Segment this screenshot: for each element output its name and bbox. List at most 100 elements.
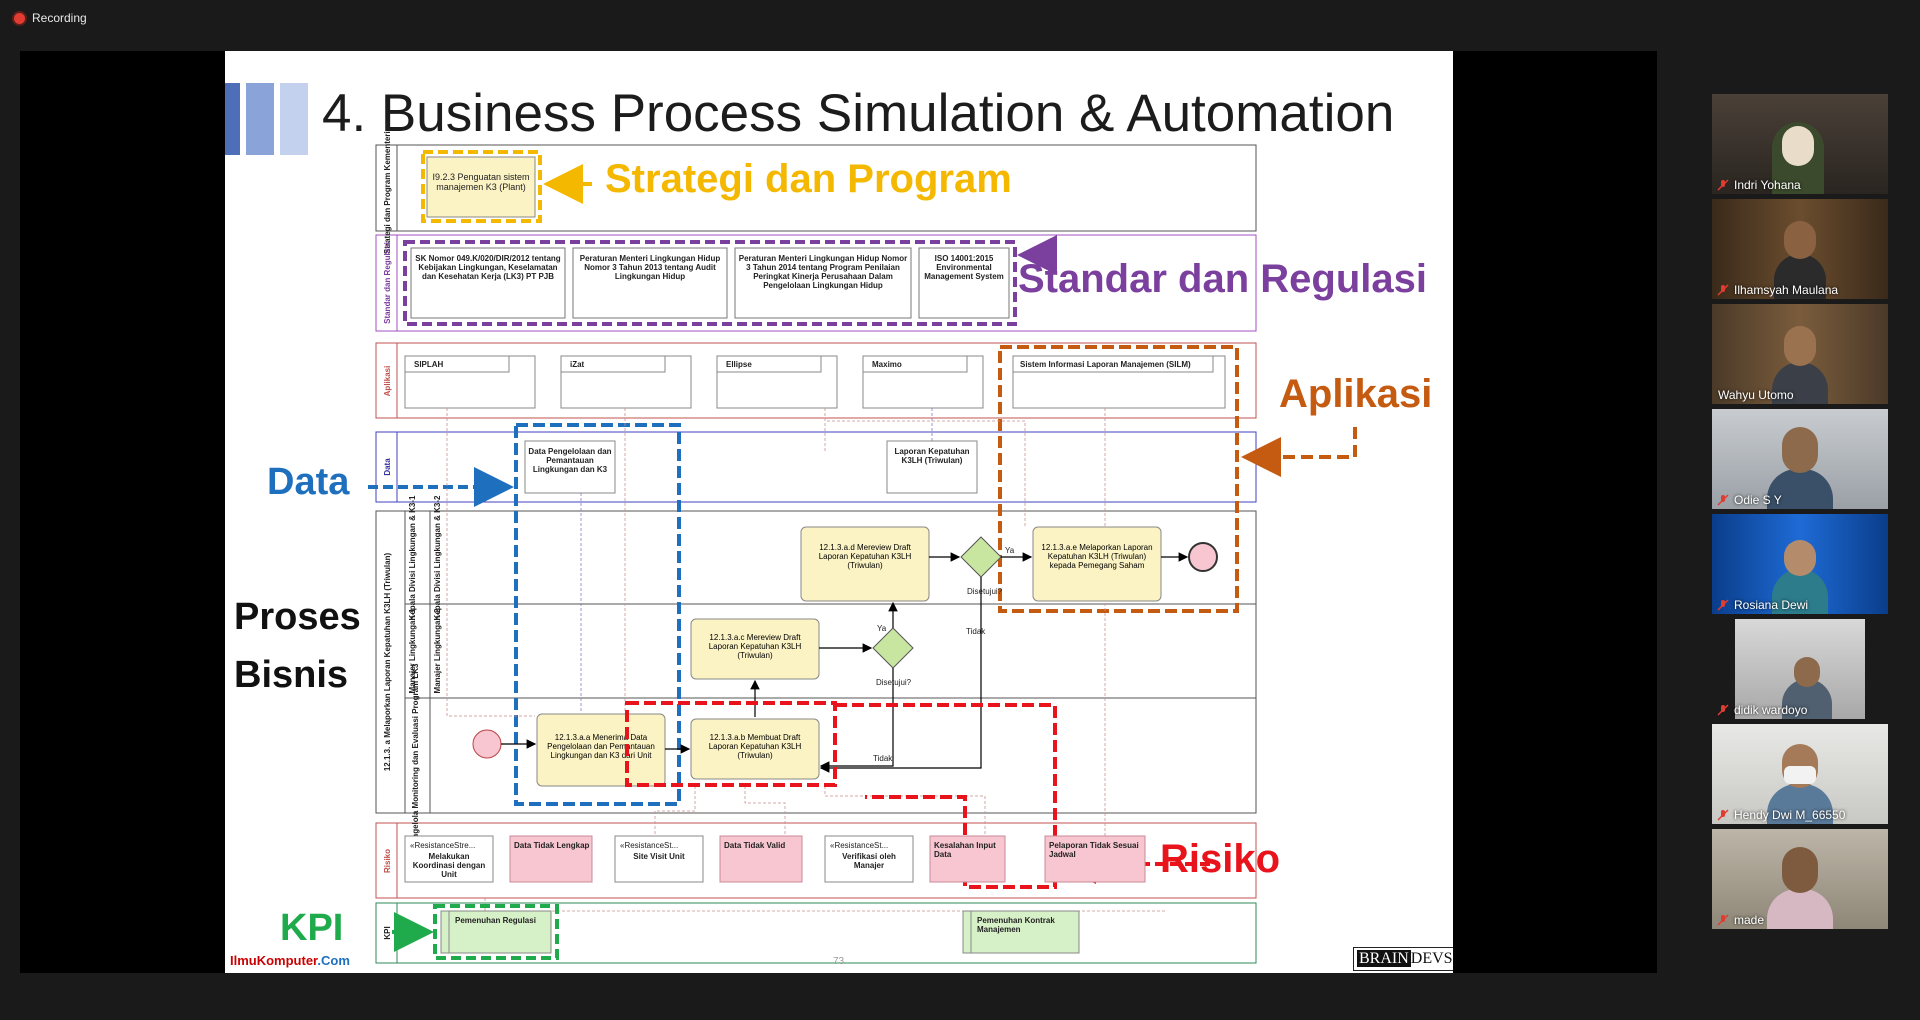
- mic-muted-icon: [1717, 914, 1729, 926]
- data-object-1-box: [524, 440, 616, 494]
- risk-boxes: [404, 835, 1146, 883]
- participant-name: Wahyu Utomo: [1718, 388, 1794, 402]
- participant-tile[interactable]: Ilhamsyah Maulana: [1712, 199, 1888, 299]
- aplikasi-highlight: [998, 345, 1239, 613]
- gateway-2: [960, 536, 1002, 578]
- lane-label-kpi: KPI: [383, 926, 392, 939]
- lane-label-aplikasi: Aplikasi: [383, 366, 392, 397]
- app-siplah: SIPLAH: [414, 360, 444, 369]
- mic-muted-icon: [1717, 599, 1729, 611]
- participant-name: Rosiana Dewi: [1734, 598, 1809, 612]
- data-object-2: Laporan Kepatuhan K3LH (Triwulan): [894, 447, 970, 465]
- lane-label-sub3: Pengelola Monitoring dan Evaluasi Progra…: [411, 663, 420, 848]
- avatar-face: [1784, 540, 1816, 576]
- lane-label-standar: Standar dan Regulasi: [383, 242, 392, 324]
- participant-name: Hendy Dwi M_66550: [1734, 808, 1846, 822]
- footer-logo-main: IlmuKomputer: [230, 953, 318, 968]
- strategi-box-text: I9.2.3 Penguatan sistem manajemen K3 (Pl…: [432, 172, 530, 192]
- avatar: [1772, 362, 1828, 404]
- face-mask: [1784, 766, 1816, 784]
- lane-label-data: Data: [383, 458, 392, 476]
- gateway-1-ya: Ya: [877, 624, 887, 633]
- participant-tile[interactable]: Rosiana Dewi: [1712, 514, 1888, 614]
- task-a: 12.1.3.a.a Menerima Data Pengelolaan dan…: [547, 733, 655, 760]
- bpmn-diagram: Strategi dan Program Kementerian Standar…: [368, 122, 1357, 964]
- risk-3-stereotype: «ResistanceSt...: [620, 841, 678, 850]
- aplikasi-arrow: [1241, 427, 1357, 477]
- mic-muted-icon: [1717, 704, 1729, 716]
- participant-tile[interactable]: Odie S Y: [1712, 409, 1888, 509]
- participant-tile[interactable]: didik wardoyo: [1712, 619, 1888, 719]
- lane-label-proses: 12.1.3. a Melaporkan Laporan Kepatuhan K…: [383, 553, 392, 772]
- gateway-1-tidak: Tidak: [873, 754, 893, 763]
- lane-label-strategi: Strategi dan Program Kementerian: [383, 122, 392, 254]
- callout-risiko: Risiko: [1160, 837, 1281, 881]
- strategi-box: [426, 156, 536, 218]
- gateway-1-label: Disetujui?: [876, 678, 912, 687]
- title-decoration: [225, 83, 308, 155]
- kpi-highlight: [433, 904, 559, 960]
- avatar-face: [1782, 847, 1818, 893]
- callout-kpi: KPI: [280, 907, 344, 949]
- participant-tile-active[interactable]: Wahyu Utomo: [1712, 304, 1888, 404]
- data-object-1: Data Pengelolaan dan Pemantauan Lingkung…: [528, 447, 612, 474]
- task-d: 12.1.3.a.d Mereview Draft Laporan Kepatu…: [818, 543, 912, 570]
- avatar-face: [1782, 126, 1814, 166]
- participant-tile[interactable]: made: [1712, 829, 1888, 929]
- standar-box-3: Peraturan Menteri Lingkungan Hidup Nomor…: [738, 254, 908, 290]
- kpi-2: Pemenuhan Kontrak Manajemen: [977, 916, 1055, 934]
- data-highlight: [514, 423, 681, 806]
- sequence-flows: [501, 552, 1189, 773]
- participant-tile[interactable]: Hendy Dwi M_66550: [1712, 724, 1888, 824]
- lane-label-sub1: Kepala Divisi Lingkungan & K3-1: [408, 495, 417, 620]
- page-number: 73: [833, 956, 845, 967]
- standar-box-1: SK Nomor 049.K/020/DIR/2012 tentang Kebi…: [415, 254, 561, 281]
- app-boxes: [404, 355, 1226, 409]
- app-maximo: Maximo: [872, 360, 902, 369]
- participant-name: Ilhamsyah Maulana: [1734, 283, 1839, 297]
- risk-2: Data Tidak Lengkap: [514, 841, 590, 850]
- risk-5-stereotype: «ResistanceSt...: [830, 841, 888, 850]
- participant-name: Odie S Y: [1734, 493, 1782, 507]
- risk-3: Site Visit Unit: [633, 852, 685, 861]
- risiko-highlight-process: [625, 701, 837, 787]
- mic-muted-icon: [1717, 809, 1729, 821]
- strategi-highlight: [421, 150, 542, 223]
- risk-7: Pelaporan Tidak Sesuai Jadwal: [1049, 841, 1139, 859]
- participant-name: didik wardoyo: [1734, 703, 1808, 717]
- callout-standar: Standar dan Regulasi: [1018, 257, 1427, 301]
- callout-data: Data: [267, 461, 350, 503]
- app-silm: Sistem Informasi Laporan Manajemen (SILM…: [1020, 360, 1191, 369]
- app-ellipse: Ellipse: [726, 360, 752, 369]
- recording-icon: [14, 13, 25, 24]
- footer-logo-suffix: .Com: [317, 953, 350, 968]
- presentation-slide: 4. Business Process Simulation & Automat…: [225, 51, 1453, 973]
- slide-title: 4. Business Process Simulation & Automat…: [322, 84, 1395, 143]
- standar-boxes: [410, 247, 1010, 319]
- avatar: [1767, 784, 1833, 824]
- avatar-face: [1782, 427, 1818, 473]
- lane-label-sub2: Manajer Lingkungan-1: [408, 608, 417, 693]
- participant-name: Indri Yohana: [1734, 178, 1801, 192]
- standar-highlight: [403, 240, 1017, 326]
- gateway-1: [872, 627, 914, 669]
- avatar: [1772, 569, 1828, 614]
- risk-6: Kesalahan Input Data: [934, 841, 996, 859]
- avatar-face: [1784, 326, 1816, 366]
- task-e: 12.1.3.a.e Melaporkan Laporan Kepatuhan …: [1041, 543, 1153, 570]
- recording-label: Recording: [32, 11, 87, 25]
- callout-proses-line2: Bisnis: [234, 654, 349, 696]
- mic-muted-icon: [1717, 494, 1729, 506]
- kpi-2-box: [962, 910, 1080, 954]
- task-b: 12.1.3.a.b Membuat Draft Laporan Kepatuh…: [708, 733, 802, 760]
- lane-label-sub1b: Kepala Divisi Lingkungan & K3-2: [433, 495, 442, 620]
- participant-tile[interactable]: Indri Yohana: [1712, 94, 1888, 194]
- kpi-1-box: [440, 910, 552, 954]
- standar-box-2: Peraturan Menteri Lingkungan Hidup Nomor…: [579, 254, 721, 281]
- task-boxes: [536, 526, 1162, 787]
- avatar: [1767, 469, 1833, 509]
- lane-label-risiko: Risiko: [383, 849, 392, 873]
- footer-logo-brain: BRAIN: [1357, 950, 1411, 967]
- avatar-face: [1794, 657, 1820, 687]
